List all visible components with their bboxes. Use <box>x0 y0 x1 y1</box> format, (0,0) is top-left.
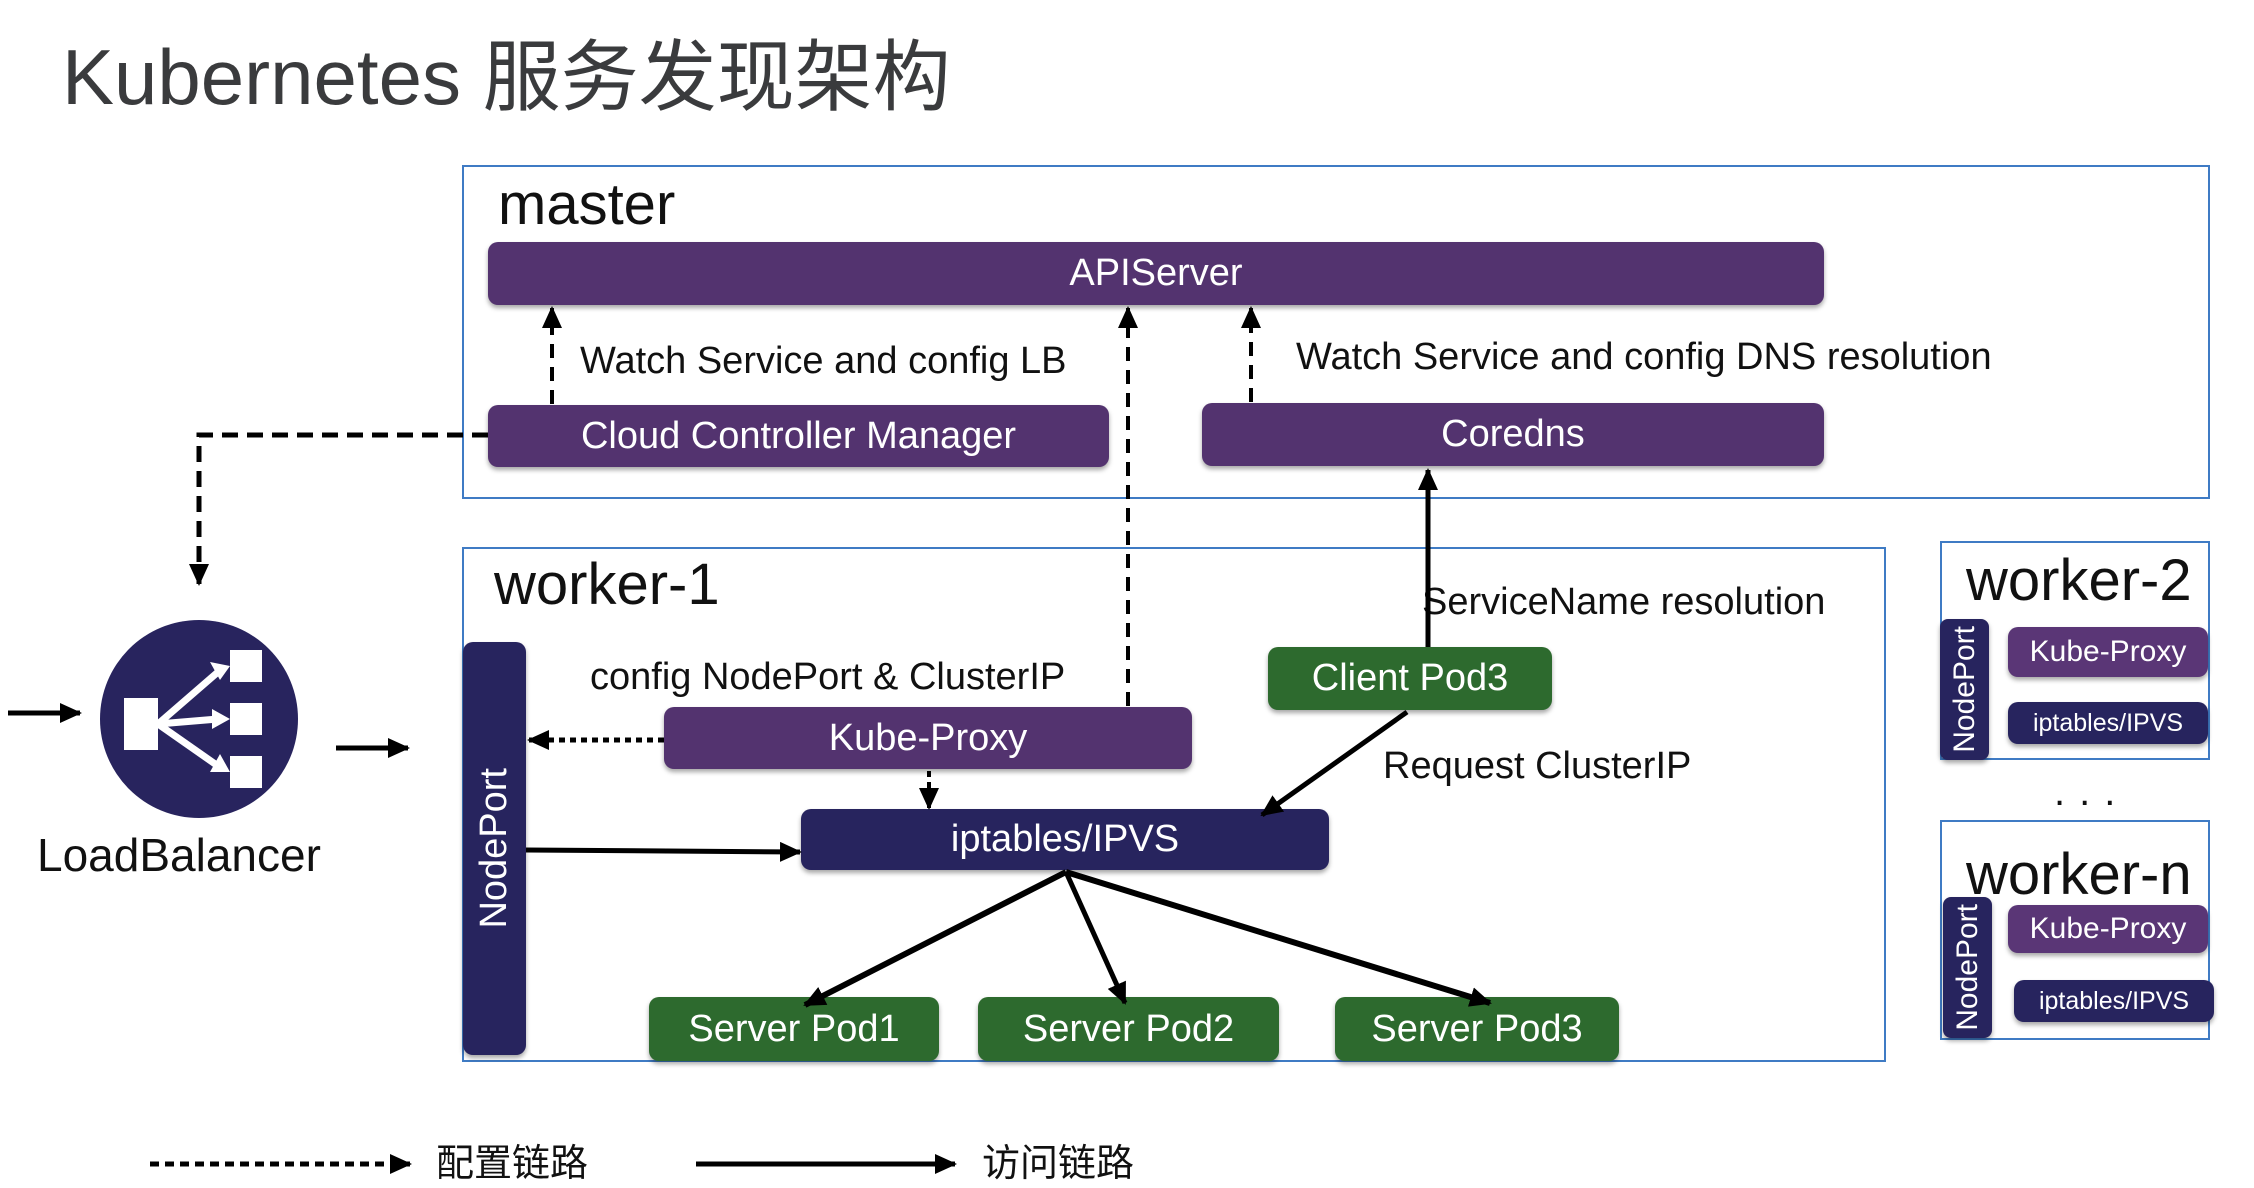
master-node-frame <box>462 165 2210 499</box>
legend-access-path-label: 访问链路 <box>982 1143 1135 1185</box>
worker-n-nodeport-bar[interactable]: NodePort <box>1943 897 1992 1038</box>
note-watch-config-lb: Watch Service and config LB <box>580 340 1067 382</box>
page-title: Kubernetes 服务发现架构 <box>62 33 951 121</box>
apiserver-box[interactable]: APIServer <box>488 242 1824 305</box>
worker-n-frame <box>1940 820 2210 1040</box>
worker-n-kube-proxy-box[interactable]: Kube-Proxy <box>2008 905 2208 953</box>
arrow-iptables-to-server-pod-1 <box>803 869 1068 1008</box>
more-workers-ellipsis: ... <box>2054 770 2130 814</box>
master-node-label: master <box>498 172 676 237</box>
worker-2-label: worker-2 <box>1966 548 2192 613</box>
client-pod-3-box[interactable]: Client Pod3 <box>1268 647 1552 710</box>
note-watch-config-dns: Watch Service and config DNS resolution <box>1296 336 1992 378</box>
worker-1-iptables-box[interactable]: iptables/IPVS <box>801 809 1329 870</box>
note-config-nodeport-clusterip: config NodePort & ClusterIP <box>590 656 1066 698</box>
arrow-client-pod-to-iptables <box>1260 709 1409 818</box>
cloud-controller-manager-box[interactable]: Cloud Controller Manager <box>488 405 1109 467</box>
legend-config-path-label: 配置链路 <box>436 1143 589 1185</box>
server-pod-3-box[interactable]: Server Pod3 <box>1335 997 1619 1061</box>
load-balancer-icon[interactable] <box>100 620 298 818</box>
note-servicename-resolution: ServiceName resolution <box>1422 581 1826 623</box>
worker-2-iptables-box[interactable]: iptables/IPVS <box>2008 702 2208 744</box>
coredns-box[interactable]: Coredns <box>1202 403 1824 466</box>
arrow-ccm-to-loadbalancer <box>189 432 488 586</box>
worker-2-kube-proxy-box[interactable]: Kube-Proxy <box>2008 627 2208 677</box>
load-balancer-label: LoadBalancer <box>37 829 321 881</box>
server-pod-2-box[interactable]: Server Pod2 <box>978 997 1279 1061</box>
worker-n-iptables-box[interactable]: iptables/IPVS <box>2014 980 2214 1022</box>
server-pod-1-box[interactable]: Server Pod1 <box>649 997 939 1061</box>
worker-n-label: worker-n <box>1966 842 2192 907</box>
worker-1-label: worker-1 <box>494 552 720 617</box>
worker-1-kube-proxy-box[interactable]: Kube-Proxy <box>664 707 1192 769</box>
arrow-iptables-to-server-pod-3 <box>1065 869 1492 1007</box>
note-request-clusterip: Request ClusterIP <box>1383 745 1692 787</box>
arrow-iptables-to-server-pod-2 <box>1063 870 1128 1005</box>
worker-2-nodeport-bar[interactable]: NodePort <box>1940 619 1989 760</box>
arrow-nodeport-to-iptables <box>525 841 802 862</box>
load-balancer-glyph <box>124 650 262 788</box>
worker-1-nodeport-bar[interactable]: NodePort <box>463 642 526 1055</box>
